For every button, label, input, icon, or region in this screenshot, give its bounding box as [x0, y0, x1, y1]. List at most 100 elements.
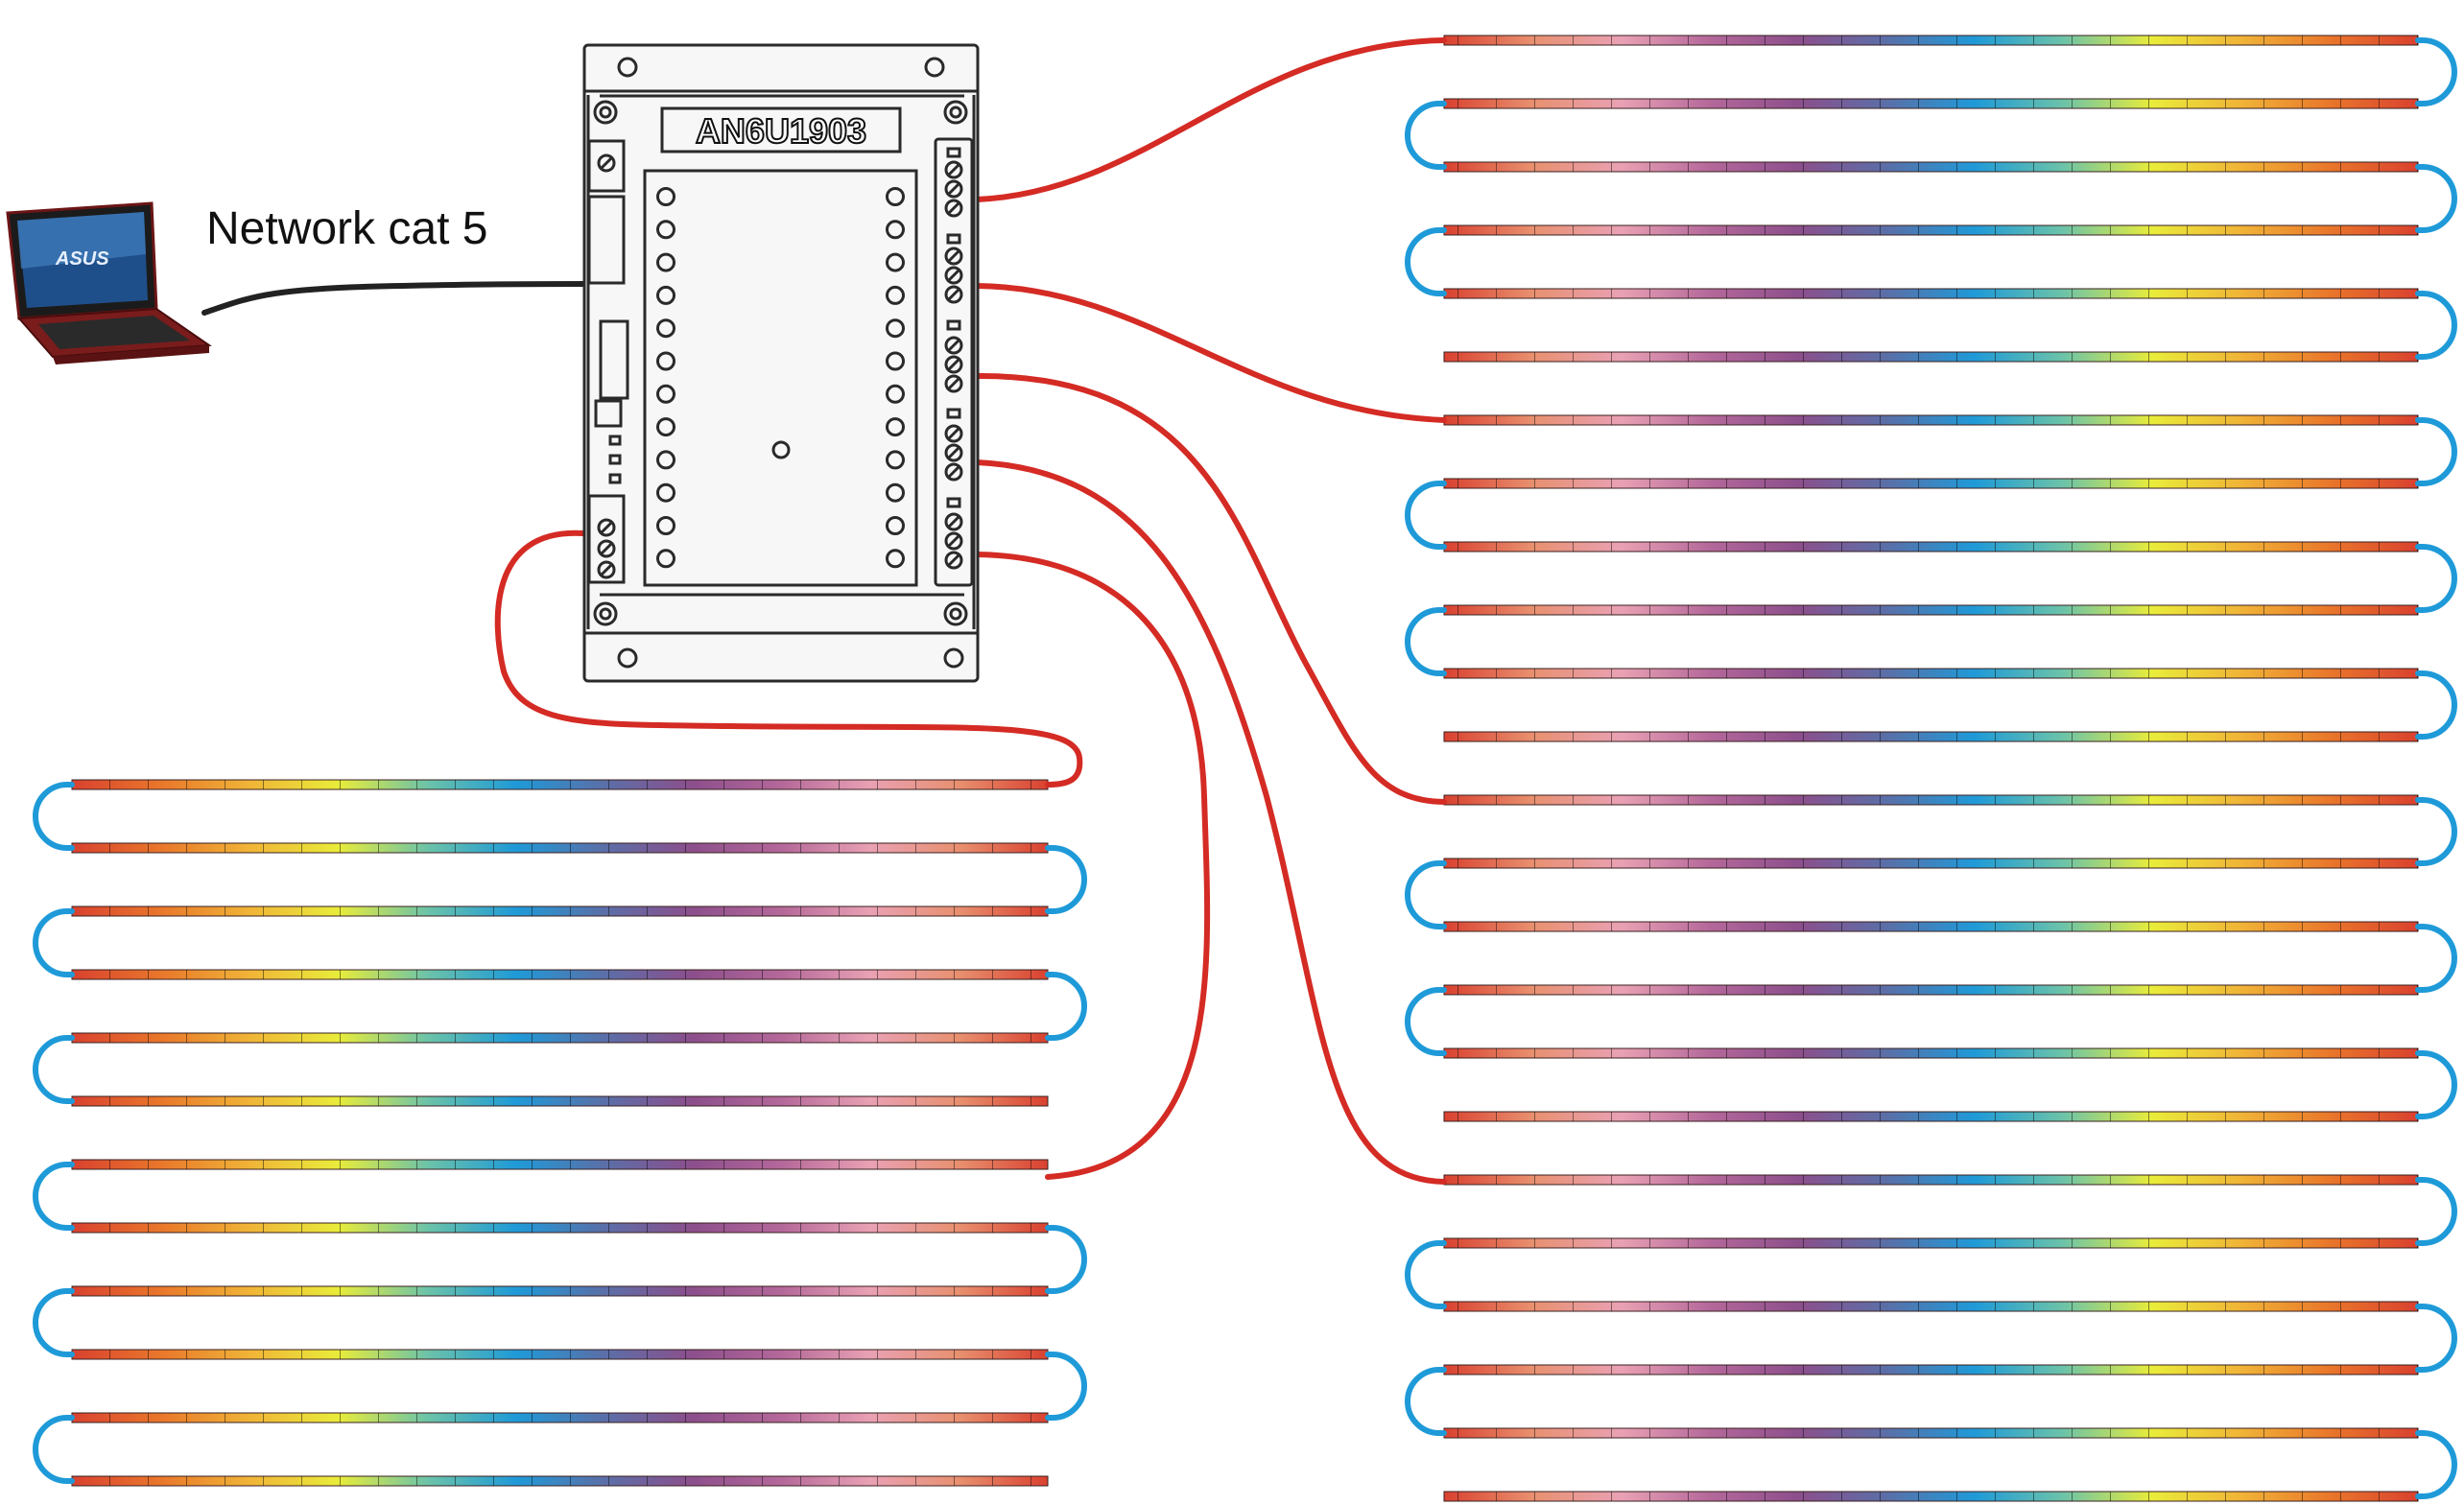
strip-segments	[1444, 479, 2418, 488]
strip-loop	[33, 908, 75, 977]
terminal-screw	[944, 336, 963, 355]
terminal-screw	[944, 355, 963, 374]
strip-loop	[1405, 1240, 1447, 1309]
strip-loop	[1405, 860, 1447, 929]
terminal-tab	[946, 497, 961, 508]
strip-segments	[1444, 1492, 2418, 1501]
strip-loop	[1045, 845, 1087, 914]
terminal-tab	[946, 408, 961, 419]
laptop-brand-logo: ASUS	[55, 248, 109, 270]
strip-segments	[72, 843, 1048, 853]
strip-loop	[2415, 1177, 2457, 1246]
feed-cable-6	[494, 529, 1083, 788]
strip-loop	[33, 782, 75, 851]
network-label: Network cat 5	[206, 203, 487, 254]
strip-segments	[1444, 225, 2418, 235]
terminal-screw	[944, 247, 963, 266]
din-clip	[599, 319, 629, 400]
strip-segments	[72, 1476, 1048, 1486]
strip-loop	[1045, 1352, 1087, 1421]
terminal-screw	[944, 374, 963, 393]
terminal-tab	[946, 147, 961, 158]
led-indicators	[656, 187, 905, 569]
strip-loop	[2415, 544, 2457, 613]
led-left	[656, 351, 675, 371]
led-right	[886, 252, 905, 272]
strip-loop	[1405, 227, 1447, 296]
terminal-screw	[597, 518, 616, 537]
led-right	[886, 417, 905, 437]
strip-loop	[33, 1035, 75, 1104]
led-left	[656, 285, 675, 305]
screw-slot	[947, 446, 960, 459]
strip-segments	[72, 1350, 1048, 1359]
screw-slot	[600, 521, 613, 534]
terminal-tab	[946, 233, 961, 245]
strip-segments	[1444, 985, 2418, 995]
screw-slot	[947, 534, 960, 548]
strip-segments	[1444, 922, 2418, 931]
strip-segments	[1444, 542, 2418, 552]
terminal-screw	[944, 179, 963, 199]
strip-segments	[72, 1413, 1048, 1423]
network-port	[587, 195, 626, 285]
strip-segments	[1444, 1048, 2418, 1058]
strip-loop	[33, 1415, 75, 1484]
terminal-screw	[597, 153, 616, 173]
screw-slot	[947, 377, 960, 390]
terminal-tab	[946, 319, 961, 331]
strip-loop	[1045, 972, 1087, 1041]
strip-segments	[1444, 795, 2418, 805]
screw-slot	[947, 339, 960, 352]
network-cable	[201, 281, 590, 316]
led-left	[656, 187, 675, 206]
strip-segments	[1444, 732, 2418, 741]
strip-loop	[2415, 417, 2457, 486]
led-right	[886, 318, 905, 339]
strip-segments	[1444, 858, 2418, 868]
led-left	[656, 252, 675, 272]
strip-segments	[72, 1096, 1048, 1106]
terminal-screw	[944, 160, 963, 179]
feed-cable-4	[974, 459, 1447, 1185]
strip-loop	[2415, 1304, 2457, 1373]
screw-slot	[600, 542, 613, 555]
feed-cable-3	[974, 372, 1447, 805]
screw-slot	[947, 358, 960, 371]
led-left	[656, 516, 675, 535]
status-led-c	[608, 473, 622, 484]
screw-slot	[947, 427, 960, 440]
feed-cable-1	[974, 37, 1447, 202]
strip-segments	[72, 906, 1048, 916]
status-led-a	[608, 435, 622, 446]
led-right	[886, 285, 905, 305]
strip-loop	[1405, 987, 1447, 1056]
reset-button[interactable]	[594, 399, 623, 428]
led-right	[886, 384, 905, 404]
strip-segments	[1444, 1112, 2418, 1121]
strip-segments	[1444, 605, 2418, 615]
strip-loop	[1045, 1225, 1087, 1294]
screw-slot	[600, 563, 613, 576]
strip-loop	[2415, 924, 2457, 993]
feed-cable-2	[974, 283, 1447, 423]
strip-segments	[1444, 415, 2418, 425]
led-right	[886, 549, 905, 569]
strip-segments	[1444, 289, 2418, 298]
terminal-screw	[944, 462, 963, 482]
led-right	[886, 482, 905, 503]
left-terminal-top	[587, 139, 626, 193]
led-right	[886, 351, 905, 371]
strip-segments	[72, 1160, 1048, 1169]
strip-loop	[2415, 164, 2457, 233]
led-left	[656, 549, 675, 569]
terminal-screw	[597, 539, 616, 558]
strip-loop	[1405, 481, 1447, 550]
terminal-screw	[944, 424, 963, 443]
controller-housing	[582, 43, 980, 683]
led-right	[886, 220, 905, 240]
center-led	[771, 440, 791, 459]
right-heating-zone	[1405, 35, 2457, 1502]
strip-loop	[2415, 1050, 2457, 1119]
